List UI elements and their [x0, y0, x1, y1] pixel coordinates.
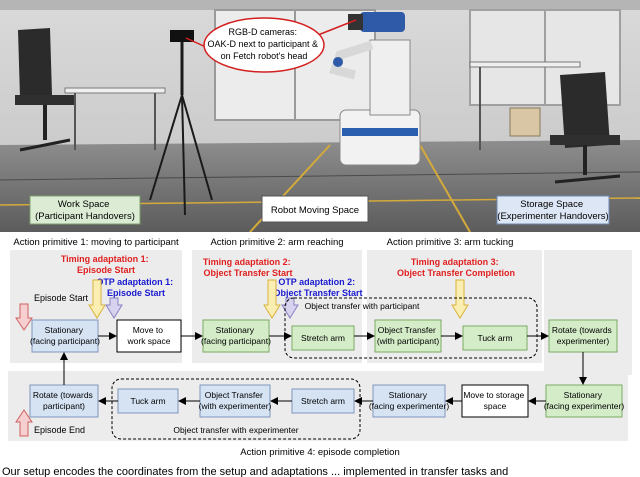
chair-right — [550, 72, 621, 184]
node-move-to-storage-space-line-2: space — [484, 401, 507, 411]
node-object-transfer-experimenter-line-2: (with experimenter) — [199, 401, 272, 411]
callout-pointer-robot — [317, 19, 357, 36]
callout-line-1: RGB-D cameras: — [228, 27, 297, 37]
node-stationary-facing-participant-2-line-1: Stationary — [216, 325, 255, 335]
storage-space-label — [496, 195, 610, 225]
timing-adaptation-2-title: Timing adaptation 2: — [203, 257, 291, 267]
fetch-robot — [329, 12, 421, 166]
figure-caption: Our setup encodes the coordinates from t… — [2, 466, 508, 477]
episode-start-arrow — [15, 303, 33, 331]
lab-setup-photo: RGB-D cameras: OAK-D next to participant… — [0, 0, 640, 232]
otp-adaptation-2-title: OTP adaptation 2: — [278, 277, 355, 287]
node-rotate-towards-participant-line-1: Rotate (towards — [33, 390, 93, 400]
node-rotate-towards-experimenter-line-1: Rotate (towards — [552, 325, 612, 335]
primitive-4-right-region — [544, 250, 632, 375]
otp-1-arrow — [105, 297, 123, 319]
flow-connectors — [60, 332, 587, 405]
node-object-transfer-participant — [374, 319, 442, 353]
node-object-transfer-participant-line-2: (with participant) — [377, 336, 440, 346]
svg-text:Storage Space (Experimente: Storage Space (Experimenter Handovers) — [497, 199, 608, 222]
camera-callout — [203, 17, 325, 73]
node-stationary-facing-participant-line-2: (facing participant) — [30, 336, 100, 346]
otp-adaptation-1-subtitle: Episode Start — [107, 288, 165, 298]
group-participant-transfer — [284, 297, 538, 359]
node-object-transfer-experimenter-line-1: Object Transfer — [205, 390, 263, 400]
node-stretch-arm-top-label: Stretch arm — [301, 333, 345, 343]
node-stretch-arm-top — [291, 325, 355, 351]
svg-text:Move to storage space: Move to storage space — [463, 390, 526, 411]
svg-text:Stationary (facing partici: Stationary (facing participant) — [201, 325, 271, 346]
storage-space-title: Storage Space — [520, 199, 583, 210]
node-stationary-facing-experimenter-line-2: (facing experimenter) — [369, 401, 449, 411]
svg-text:Timing adaptation 2: Objec: Timing adaptation 2: Object Transfer Sta… — [203, 257, 293, 278]
primitive-3-title: Action primitive 3: arm tucking — [387, 237, 514, 248]
node-stationary-facing-experimenter-right-line-2: (facing experimenter) — [544, 401, 624, 411]
primitive-1-title: Action primitive 1: moving to participan… — [13, 237, 179, 248]
work-space-label — [29, 195, 141, 225]
node-stationary-facing-participant-2 — [202, 319, 270, 353]
callout-line-2: OAK-D next to participant & — [207, 39, 318, 49]
svg-text:Object Transfer (with expe: Object Transfer (with experimenter) — [199, 390, 272, 411]
svg-text:Timing adaptation 1: Episo: Timing adaptation 1: Episode Start — [61, 254, 151, 275]
node-move-to-work-space-line-1: Move to — [133, 325, 164, 335]
node-tuck-arm-top — [462, 325, 528, 351]
svg-text:Work Space (Participant Ha: Work Space (Participant Handovers) — [35, 199, 135, 222]
node-rotate-towards-experimenter-line-2: experimenter) — [557, 336, 610, 346]
svg-text:Rotate (towards participan: Rotate (towards participant) — [33, 390, 95, 411]
chair-left — [15, 28, 75, 152]
otp-adaptation-1-title: OTP adaptation 1: — [96, 277, 173, 287]
group-participant-label: Object transfer with participant — [305, 301, 420, 311]
timing-adaptation-3-title: Timing adaptation 3: — [411, 257, 499, 267]
svg-text:OTP adaptation 1: Episode: OTP adaptation 1: Episode Start — [96, 277, 175, 298]
callout-line-3: on Fetch robot's head — [221, 51, 308, 61]
group-experimenter-label: Object transfer with experimenter — [173, 425, 298, 435]
node-rotate-towards-participant-line-2: participant) — [43, 401, 85, 411]
node-rotate-towards-participant — [29, 384, 99, 418]
node-object-transfer-participant-line-1: Object Transfer — [378, 325, 436, 335]
node-move-to-work-space-line-2: work space — [127, 336, 171, 346]
svg-text:Stationary (facing experim: Stationary (facing experimenter) — [544, 390, 624, 411]
work-space-subtitle: (Participant Handovers) — [35, 211, 135, 222]
storage-space-subtitle: (Experimenter Handovers) — [497, 211, 608, 222]
timing-adaptation-1-subtitle: Episode Start — [77, 265, 135, 275]
node-stationary-facing-participant — [31, 319, 99, 353]
primitive-2-title: Action primitive 2: arm reaching — [210, 237, 343, 248]
svg-text:Timing adaptation 3: Objec: Timing adaptation 3: Object Transfer Com… — [397, 257, 515, 278]
timing-adaptation-2-subtitle: Object Transfer Start — [203, 268, 292, 278]
group-experimenter-transfer — [111, 378, 361, 440]
node-stretch-arm-bottom-label: Stretch arm — [301, 396, 345, 406]
timing-adaptation-3-subtitle: Object Transfer Completion — [397, 268, 515, 278]
otp-adaptation-2-subtitle: Object Transfer Start — [273, 288, 362, 298]
svg-text:OTP adaptation 2: Object T: OTP adaptation 2: Object Transfer Start — [273, 277, 362, 298]
timing-1-arrow — [88, 279, 106, 319]
svg-text:RGB-D cameras: OAK-D next: RGB-D cameras: OAK-D next to participant… — [207, 27, 320, 61]
episode-end-arrow — [15, 409, 33, 437]
node-stationary-facing-experimenter-line-1: Stationary — [389, 390, 428, 400]
timing-adaptation-1-title: Timing adaptation 1: — [61, 254, 149, 264]
action-primitive-flow-diagram: Action primitive 1: moving to participan… — [2, 237, 632, 477]
node-stationary-facing-experimenter-right — [545, 384, 623, 418]
node-tuck-arm-top-label: Tuck arm — [477, 333, 512, 343]
svg-text:Object Transfer (with part: Object Transfer (with participant) — [377, 325, 440, 346]
work-space-title: Work Space — [58, 199, 110, 210]
episode-end-label: Episode End — [34, 425, 85, 435]
primitive-4-title: Action primitive 4: episode completion — [240, 447, 399, 458]
episode-start-label: Episode Start — [34, 293, 89, 303]
node-tuck-arm-bottom-label: Tuck arm — [130, 396, 165, 406]
svg-text:Move to work space: Move to work space — [127, 325, 171, 346]
svg-text:Stationary (facing partici: Stationary (facing participant) — [30, 325, 100, 346]
svg-text:Rotate (towards experiment: Rotate (towards experimenter) — [552, 325, 614, 346]
timing-2-arrow — [263, 279, 281, 319]
node-stationary-facing-experimenter-right-line-1: Stationary — [564, 390, 603, 400]
robot-space-label — [261, 195, 369, 223]
timing-3-arrow — [451, 279, 469, 319]
node-move-to-storage-space-line-1: Move to storage — [463, 390, 524, 400]
svg-text:Stationary (facing experim: Stationary (facing experimenter) — [369, 390, 449, 411]
robot-space-title: Robot Moving Space — [271, 205, 359, 216]
node-stationary-facing-participant-2-line-2: (facing participant) — [201, 336, 271, 346]
node-stationary-facing-participant-line-1: Stationary — [45, 325, 84, 335]
